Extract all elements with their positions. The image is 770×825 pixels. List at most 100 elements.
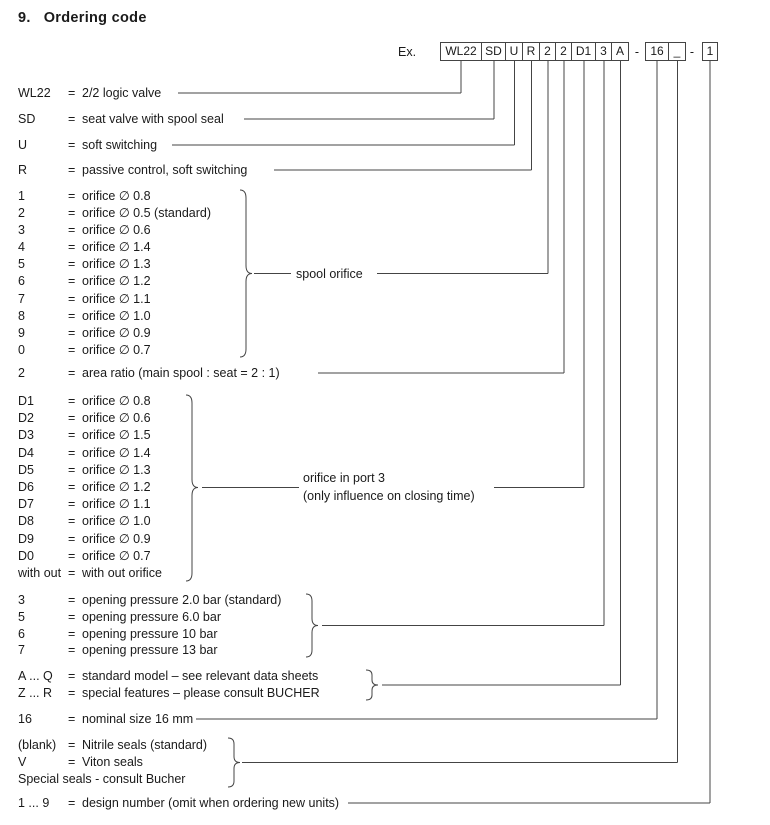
equals-sign: =	[68, 462, 76, 477]
code-label: 4	[18, 240, 25, 255]
code-row: 6=opening pressure 10 bar	[18, 626, 281, 643]
model-group: A ... Q=standard model – see relevant da…	[18, 668, 320, 702]
code-row: U=soft switching	[18, 137, 157, 153]
equals-sign: =	[68, 755, 76, 769]
opening-pressure-brace	[305, 593, 319, 658]
code-description: orifice ∅ 0.6	[82, 411, 151, 426]
spool-orifice-group: 1=orifice ∅ 0.8 2=orifice ∅ 0.5 (standar…	[18, 188, 211, 359]
code-row: 4=orifice ∅ 1.4	[18, 239, 211, 256]
equals-sign: =	[68, 566, 76, 581]
code-box-r: R	[523, 42, 540, 61]
code-label: D1	[18, 394, 34, 408]
code-description: passive control, soft switching	[82, 163, 248, 177]
code-label: 7	[18, 643, 25, 658]
equals-sign: =	[68, 325, 76, 340]
code-row: SD=seat valve with spool seal	[18, 111, 224, 127]
page-title: 9.Ordering code	[18, 10, 147, 26]
code-description: orifice ∅ 0.6	[82, 223, 151, 238]
code-description: orifice ∅ 1.4	[82, 240, 151, 255]
code-label: 9	[18, 325, 25, 340]
code-description: opening pressure 10 bar	[82, 626, 218, 641]
code-description: opening pressure 13 bar	[82, 643, 218, 658]
code-row: 0=orifice ∅ 0.7	[18, 342, 211, 359]
code-label: SD	[18, 112, 36, 126]
equals-sign: =	[68, 548, 76, 563]
code-label: 5	[18, 609, 25, 624]
code-description: orifice ∅ 1.1	[82, 291, 151, 306]
code-label: WL22	[18, 86, 51, 100]
code-row: V=Viton seals	[18, 754, 207, 771]
code-description: orifice ∅ 0.7	[82, 548, 151, 563]
code-box-port3-orifice: D1	[572, 42, 596, 61]
code-label: 2	[18, 206, 25, 221]
code-row: D5=orifice ∅ 1.3	[18, 462, 162, 479]
equals-sign: =	[68, 138, 76, 152]
code-row: 2=orifice ∅ 0.5 (standard)	[18, 205, 211, 222]
code-label: 3	[18, 223, 25, 238]
code-box-sd: SD	[482, 42, 506, 61]
code-label: 8	[18, 308, 25, 323]
code-description: orifice ∅ 0.7	[82, 342, 151, 357]
dash-separator: -	[634, 45, 640, 59]
code-description: orifice ∅ 1.4	[82, 445, 151, 460]
code-label: A ... Q	[18, 669, 53, 683]
port3-orifice-group: D1=orifice ∅ 0.8 D2=orifice ∅ 0.6 D3=ori…	[18, 393, 162, 582]
equals-sign: =	[68, 514, 76, 529]
code-label: D3	[18, 428, 34, 443]
code-box-model: A	[612, 42, 629, 61]
code-row: 6=orifice ∅ 1.2	[18, 273, 211, 290]
opening-pressure-group: 3=opening pressure 2.0 bar (standard) 5=…	[18, 592, 281, 659]
drop-lines	[460, 61, 711, 803]
equals-sign: =	[68, 223, 76, 238]
code-label: D2	[18, 411, 34, 426]
code-description: opening pressure 6.0 bar	[82, 609, 221, 624]
equals-sign: =	[68, 206, 76, 221]
code-row: (blank)=Nitrile seals (standard)	[18, 737, 207, 754]
code-row: D0 = orifice ∅ 0.7	[18, 548, 162, 565]
code-description: orifice ∅ 1.3	[82, 257, 151, 272]
equals-sign: =	[68, 497, 76, 512]
code-description: design number (omit when ordering new un…	[82, 796, 340, 810]
section-title: Ordering code	[43, 10, 147, 26]
code-description: soft switching	[82, 138, 158, 152]
code-row: 5=orifice ∅ 1.3	[18, 256, 211, 273]
code-box-area-ratio: 2	[556, 42, 572, 61]
dash-separator: -	[689, 45, 695, 59]
equals-sign: =	[68, 257, 76, 272]
code-label: D0	[18, 548, 34, 563]
equals-sign: =	[68, 189, 76, 203]
equals-sign: =	[68, 291, 76, 306]
code-label: D5	[18, 462, 34, 477]
code-row: 1 ... 9=design number (omit when orderin…	[18, 795, 339, 811]
equals-sign: =	[68, 308, 76, 323]
code-box-seal: _	[669, 42, 686, 61]
code-box-pressure: 3	[596, 42, 612, 61]
code-description: seat valve with spool seal	[82, 112, 224, 126]
code-description: area ratio (main spool : seat = 2 : 1)	[82, 366, 280, 380]
equals-sign: =	[68, 445, 76, 460]
equals-sign: =	[68, 366, 76, 380]
equals-sign: =	[68, 274, 76, 289]
code-row: A ... Q=standard model – see relevant da…	[18, 668, 320, 685]
code-row: WL22=2/2 logic valve	[18, 85, 161, 101]
port3-label-line2: (only influence on closing time)	[303, 489, 475, 503]
code-description: orifice ∅ 1.0	[82, 514, 151, 529]
equals-sign: =	[68, 609, 76, 624]
model-brace	[365, 669, 379, 701]
code-label: (blank)	[18, 738, 57, 752]
code-label: 1	[18, 189, 25, 203]
example-label: Ex.	[398, 45, 417, 59]
equals-sign: =	[68, 686, 76, 700]
code-label: 2	[18, 366, 25, 380]
code-row: D3=orifice ∅ 1.5	[18, 427, 162, 444]
seals-group: (blank)=Nitrile seals (standard) V=Viton…	[18, 737, 207, 788]
ordering-code-boxes: WL22 SD U R 2 2 D1 3 A	[440, 42, 629, 61]
equals-sign: =	[68, 738, 76, 752]
equals-sign: =	[68, 163, 76, 177]
code-label: 0	[18, 342, 25, 357]
spool-orifice-label: spool orifice	[296, 266, 363, 281]
code-label: R	[18, 163, 28, 177]
code-row: D1=orifice ∅ 0.8	[18, 393, 162, 410]
code-description: orifice ∅ 0.9	[82, 325, 151, 340]
